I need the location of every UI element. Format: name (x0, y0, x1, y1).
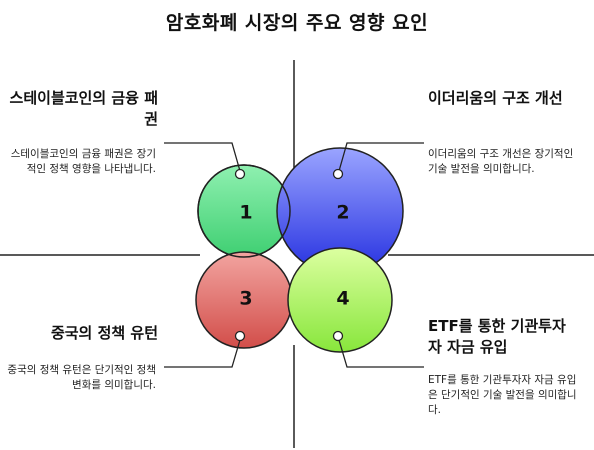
factor-3-heading: 중국의 정책 유턴 (50, 324, 158, 342)
connector-4 (338, 339, 424, 368)
factor-2-description: 이더리움의 구조 개선은 장기적인 기술 발전을 의미합니다. (428, 148, 574, 175)
circle-3-number: 3 (239, 288, 252, 310)
factor-3-description: 중국의 정책 유턴은 단기적인 정책 변화를 의미합니다. (7, 364, 156, 391)
circle-4-number: 4 (336, 288, 349, 310)
circle-4 (287, 247, 393, 353)
factor-4-heading: ETF를 통한 기관투자자 자금 유입 (428, 317, 566, 356)
factor-2-heading: 이더리움의 구조 개선 (428, 89, 563, 107)
factor-4-description: ETF를 통한 기관투자자 자금 유입은 단기적인 기술 발전을 의미합니다. (428, 374, 577, 416)
connector-2 (338, 142, 424, 172)
connector-1-dot (234, 168, 246, 180)
connector-2-dot (332, 168, 344, 180)
connector-3 (164, 339, 241, 368)
circle-1-number: 1 (239, 202, 252, 224)
connector-4-dot (332, 330, 344, 342)
circle-2-number: 2 (336, 202, 349, 224)
connector-1 (164, 142, 241, 172)
factor-1-heading: 스테이블코인의 금융 패권 (9, 89, 158, 128)
diagram-title: 암호화폐 시장의 주요 영향 요인 (165, 12, 429, 34)
circle-1-overlay (197, 164, 291, 258)
connector-3-dot (234, 330, 246, 342)
factor-1-description: 스테이블코인의 금융 패권은 장기적인 정책 영향을 나타냅니다. (10, 148, 156, 175)
